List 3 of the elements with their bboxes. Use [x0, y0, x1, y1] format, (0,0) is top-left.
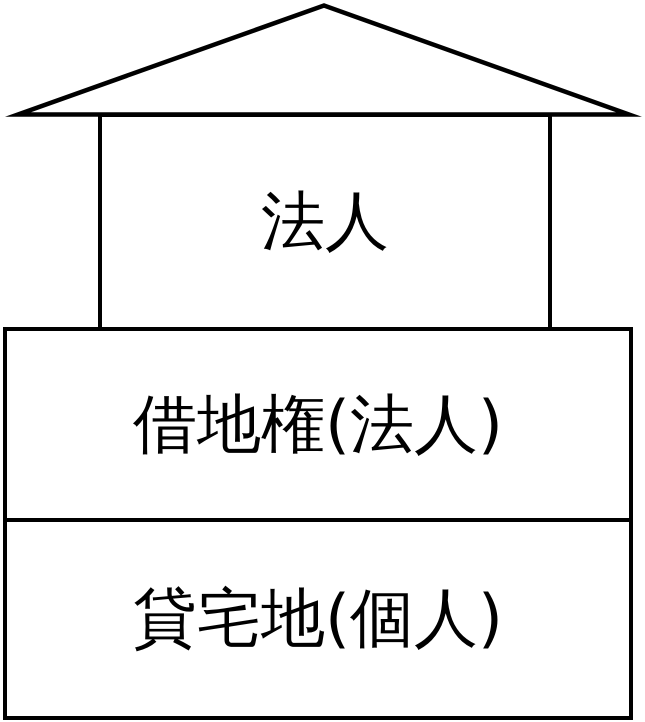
box-label: 法人 [261, 190, 389, 254]
box-label: 貸宅地(個人) [133, 587, 503, 651]
box-label: 借地権(法人) [133, 392, 503, 456]
